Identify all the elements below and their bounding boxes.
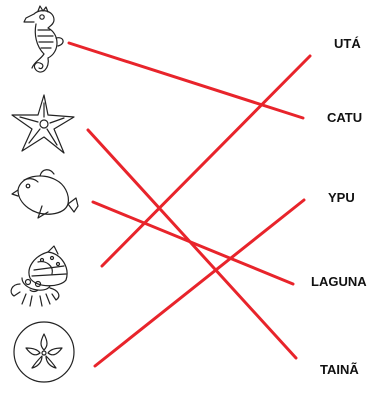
word-ypu: YPU (328, 190, 355, 205)
matching-lines (67, 41, 312, 368)
match-line-hermit-crab (100, 54, 312, 268)
match-line-seahorse (67, 41, 305, 120)
sand-dollar-icon (13, 321, 75, 383)
hermit-crab-icon (10, 245, 68, 307)
word-taina: TAINÃ (320, 362, 359, 377)
word-laguna: LAGUNA (311, 274, 367, 289)
seahorse-icon (23, 5, 64, 73)
match-line-sand-dollar (93, 198, 306, 368)
word-uta: UTÁ (334, 36, 361, 51)
starfish-icon (11, 94, 75, 154)
dolphin-icon (11, 169, 79, 219)
word-catu: CATU (327, 110, 362, 125)
match-line-dolphin (91, 200, 295, 286)
